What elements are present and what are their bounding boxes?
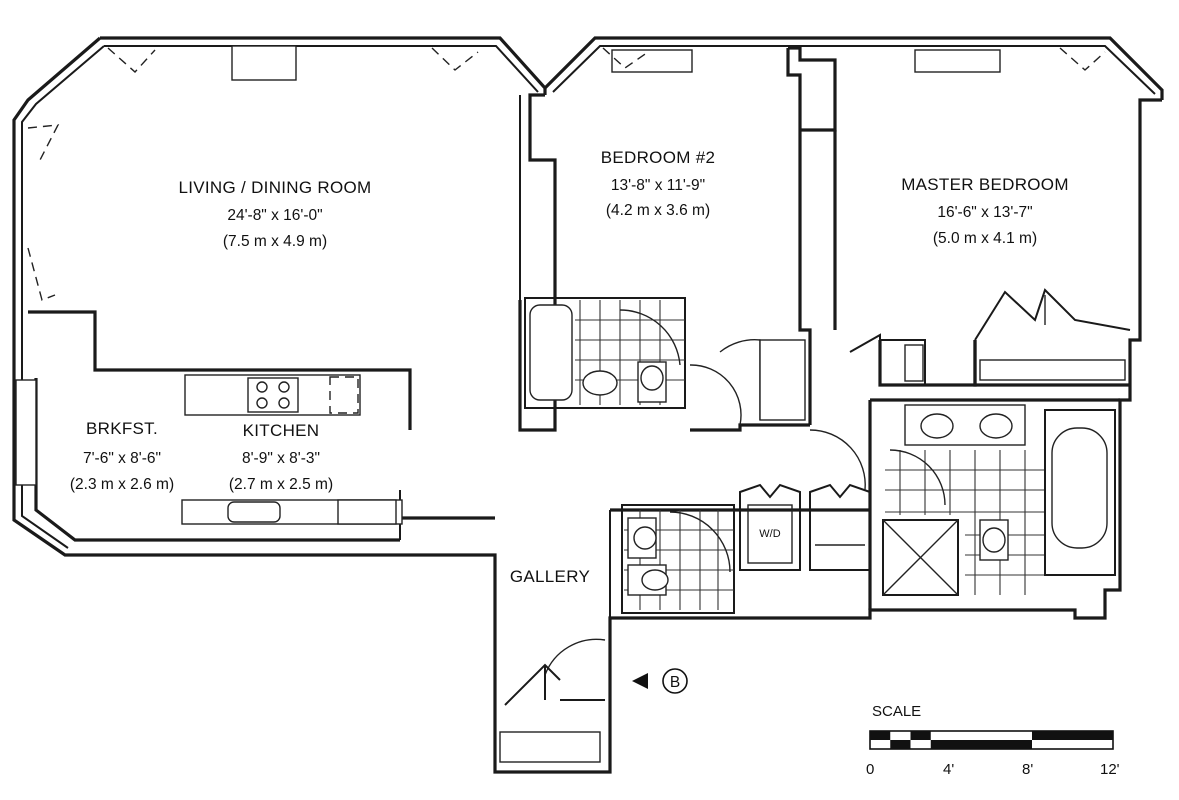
master-bedroom-dim-imperial: 16'-6" x 13'-7" bbox=[937, 204, 1032, 221]
room-labels: LIVING / DINING ROOM 24'-8" x 16'-0" (7.… bbox=[70, 148, 1069, 586]
brkfst-name: BRKFST. bbox=[86, 419, 158, 438]
bathroom-2 bbox=[524, 297, 686, 409]
kitchen-dim-imperial: 8'-9" x 8'-3" bbox=[242, 450, 320, 467]
scale-check bbox=[890, 740, 911, 749]
gallery-bathroom bbox=[621, 483, 871, 614]
kitchen-fixtures bbox=[181, 374, 403, 525]
doors bbox=[499, 339, 866, 763]
living-room-details bbox=[15, 45, 1106, 486]
scale-check bbox=[930, 740, 951, 749]
scale-title: SCALE bbox=[872, 703, 921, 720]
brkfst-dim-metric: (2.3 m x 2.6 m) bbox=[70, 476, 174, 493]
master-bedroom-name: MASTER BEDROOM bbox=[901, 175, 1069, 194]
bedroom2-dim-metric: (4.2 m x 3.6 m) bbox=[606, 202, 710, 219]
scale-tick-0: 0 bbox=[866, 761, 874, 778]
kitchen-dim-metric: (2.7 m x 2.5 m) bbox=[229, 476, 333, 493]
living-room-dim-imperial: 24'-8" x 16'-0" bbox=[227, 207, 322, 224]
washer-dryer-icon bbox=[747, 504, 793, 564]
sink-icon bbox=[227, 501, 281, 523]
living-room-name: LIVING / DINING ROOM bbox=[178, 178, 371, 197]
kitchen-name: KITCHEN bbox=[243, 421, 320, 440]
scale-tick-8: 8' bbox=[1022, 761, 1033, 778]
stove-icon bbox=[247, 377, 299, 413]
shower-icon bbox=[882, 519, 959, 596]
scale-block bbox=[1032, 731, 1113, 740]
interior-walls bbox=[28, 46, 1130, 610]
washer-dryer-label: W/D bbox=[759, 528, 780, 540]
scale-check bbox=[910, 731, 931, 740]
door-swing bbox=[689, 364, 742, 426]
entry-marker: B bbox=[632, 668, 688, 694]
unit-marker-circle bbox=[662, 668, 688, 694]
scale-tick-4: 4' bbox=[943, 761, 954, 778]
sink-icon bbox=[582, 370, 618, 396]
gallery-name: GALLERY bbox=[510, 567, 590, 586]
bedroom2-dim-imperial: 13'-8" x 11'-9" bbox=[611, 177, 705, 194]
scale-check bbox=[870, 731, 891, 740]
scale-tick-12: 12' bbox=[1100, 761, 1120, 778]
master-bathroom bbox=[849, 288, 1131, 596]
scale-bar: SCALE 0 4' 8' 12' bbox=[866, 703, 1120, 778]
bedroom2-name: BEDROOM #2 bbox=[601, 148, 715, 167]
bathtub-icon bbox=[529, 304, 573, 401]
brkfst-dim-imperial: 7'-6" x 8'-6" bbox=[83, 450, 161, 467]
bathtub-icon bbox=[1051, 427, 1108, 549]
scale-block bbox=[951, 740, 1032, 749]
entry-arrow-icon bbox=[632, 673, 648, 689]
living-room-dim-metric: (7.5 m x 4.9 m) bbox=[223, 233, 327, 250]
master-bedroom-dim-metric: (5.0 m x 4.1 m) bbox=[933, 230, 1037, 247]
fireplace-unit bbox=[231, 45, 297, 81]
unit-marker-label: B bbox=[670, 674, 680, 691]
